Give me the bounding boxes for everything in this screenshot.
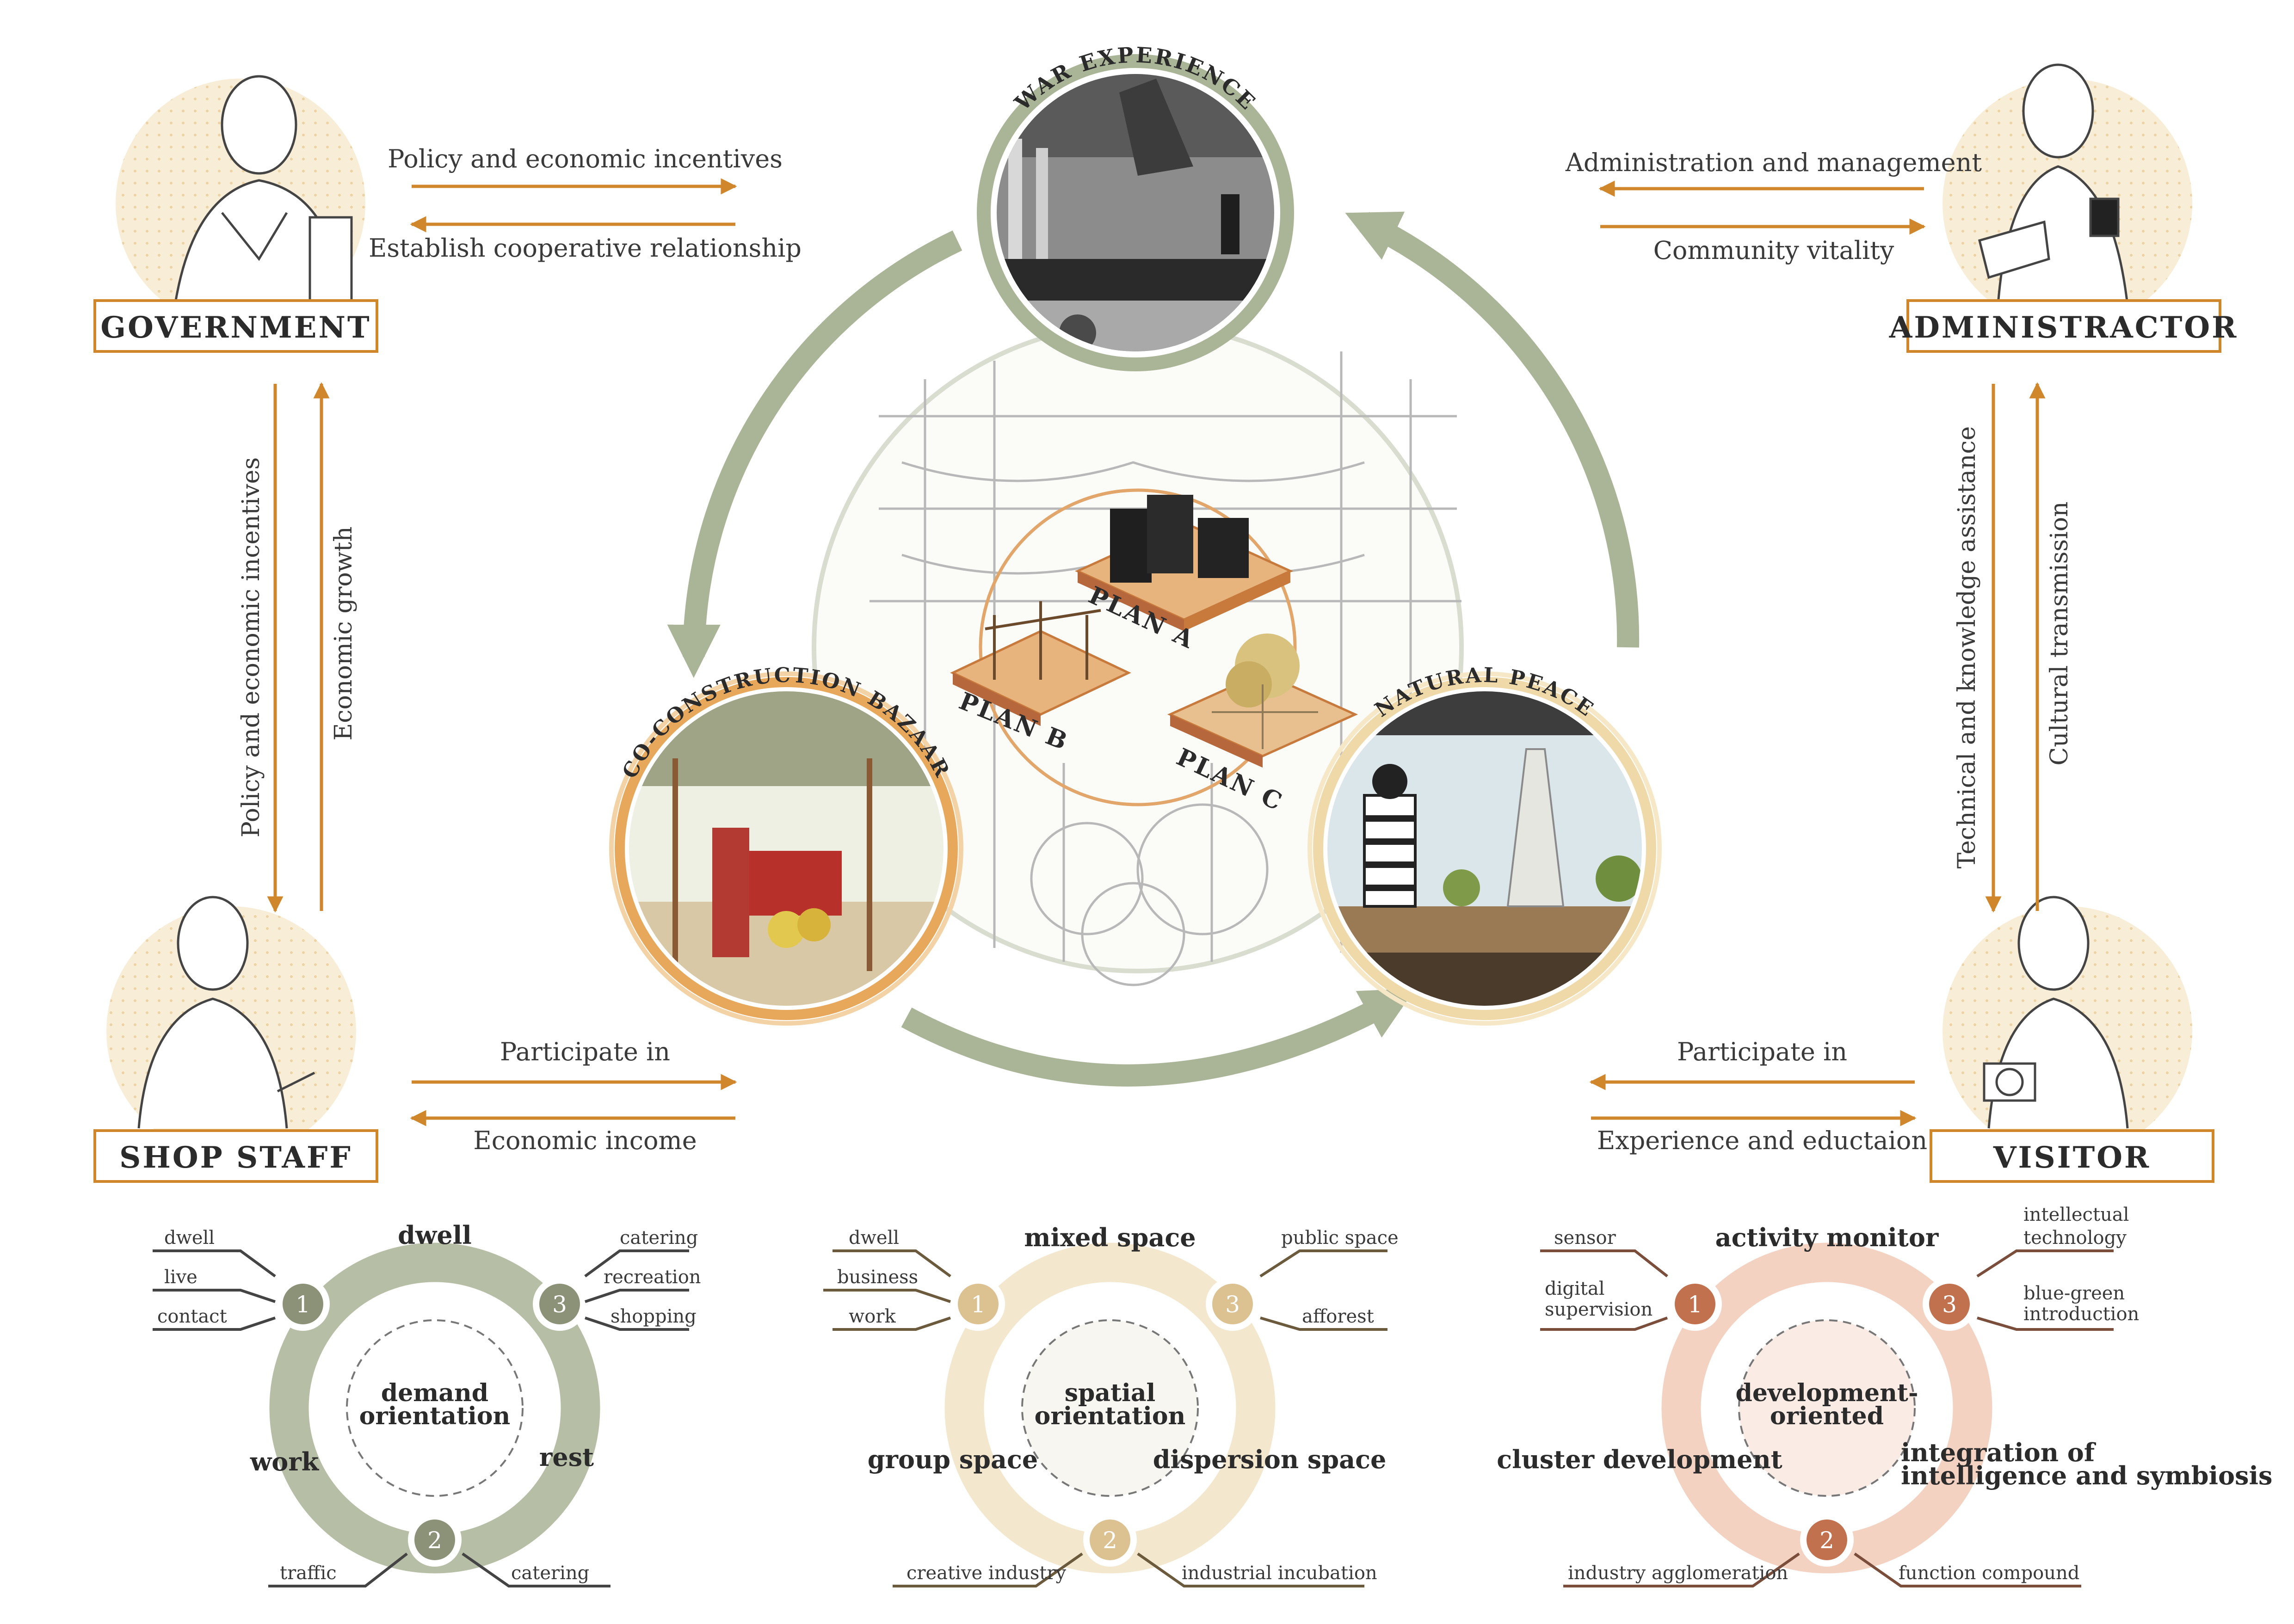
wheel-spatial-right-item-2: afforest xyxy=(1302,1306,1374,1327)
svg-text:3: 3 xyxy=(1942,1291,1957,1318)
wheel-development-left-item-3: supervision xyxy=(1545,1299,1653,1320)
visitor-box: VISITOR xyxy=(1930,1129,2214,1183)
wheel-development-right-item-4: introduction xyxy=(2023,1304,2139,1325)
wheel-development-left-item-2: digital xyxy=(1545,1278,1605,1299)
wheel-demand-node-3: 3 xyxy=(533,1277,586,1331)
wheel-demand-node-1: 1 xyxy=(276,1277,330,1331)
flow-visitor-to-center-label: Participate in xyxy=(1677,1037,1847,1066)
svg-text:1: 1 xyxy=(296,1291,310,1318)
flow-staff-to-center-label: Participate in xyxy=(500,1037,670,1066)
wheel-demand-left-item-3: contact xyxy=(157,1306,227,1327)
wheel-demand-right-item-2: recreation xyxy=(604,1267,701,1288)
government-portrait xyxy=(116,75,365,328)
shop-staff-box: SHOP STAFF xyxy=(93,1129,378,1183)
flow-admin-down-label: Technical and knowledge assistance xyxy=(1953,426,1981,869)
shop-staff-label: SHOP STAFF xyxy=(119,1140,352,1175)
wheel-development-node-1: 1 xyxy=(1668,1277,1722,1331)
wheel-demand-top: dwell xyxy=(398,1220,472,1250)
wheel-spatial-left: group space xyxy=(868,1445,1038,1474)
svg-text:3: 3 xyxy=(1225,1291,1240,1318)
svg-text:1: 1 xyxy=(971,1291,986,1318)
wheel-demand-bottom-right: catering xyxy=(511,1562,589,1584)
wheel-demand-right-item-1: catering xyxy=(620,1227,698,1249)
cycle-arrows xyxy=(667,211,1640,1087)
wheel-spatial-node-2: 2 xyxy=(1083,1513,1137,1567)
wheel-development-node-3: 3 xyxy=(1923,1277,1976,1331)
wheel-spatial-bottom-left: creative industry xyxy=(906,1562,1067,1584)
visitor-label: VISITOR xyxy=(1993,1140,2151,1175)
wheel-development-right-2: intelligence and symbiosis xyxy=(1901,1461,2272,1490)
war-experience-circle: WAR EXPERIENCE xyxy=(977,42,1294,371)
svg-text:2: 2 xyxy=(427,1527,442,1554)
wheel-demand-center-1: demand xyxy=(381,1379,488,1407)
wheel-spatial-node-3: 3 xyxy=(1206,1277,1259,1331)
plan-b-model: PLAN B xyxy=(950,601,1131,757)
wheel-demand-left-item-1: dwell xyxy=(164,1227,215,1249)
wheel-spatial: spatial orientation mixed space group sp… xyxy=(823,1223,1399,1587)
flow-center-to-gov-label: Establish cooperative relationship xyxy=(369,234,802,263)
arrow-bazaar-to-peace xyxy=(901,988,1416,1087)
flow-center-to-admin-label: Community vitality xyxy=(1653,236,1894,265)
wheel-spatial-bottom-right: industrial incubation xyxy=(1182,1562,1377,1584)
flow-visitor-up-label: Cultural transmission xyxy=(2046,502,2073,766)
flow-gov-to-center-label: Policy and economic incentives xyxy=(388,144,783,173)
wheel-development-bottom-right: function compound xyxy=(1899,1562,2079,1584)
natural-peace-circle: NATURAL PEACE xyxy=(1307,664,1662,1026)
wheel-development-right-1: integration of xyxy=(1901,1438,2097,1467)
flow-center-to-staff-label: Economic income xyxy=(473,1126,697,1155)
wheel-spatial-center-1: spatial xyxy=(1065,1379,1156,1407)
svg-text:2: 2 xyxy=(1103,1527,1117,1554)
wheel-development-right-item-1: intellectual xyxy=(2023,1204,2129,1225)
wheel-demand: demand orientation dwell work rest 1 3 2… xyxy=(153,1220,701,1587)
wheel-demand-right: rest xyxy=(539,1442,594,1472)
government-box: GOVERNMENT xyxy=(93,299,378,353)
flow-labels: Policy and economic incentives Establish… xyxy=(237,144,2073,1155)
central-scene: PLAN A PLAN B PLAN C xyxy=(609,42,1662,1087)
flow-admin-to-center-label: Administration and management xyxy=(1565,148,1982,177)
svg-text:2: 2 xyxy=(1819,1527,1834,1554)
bazaar-circle: CO-CONSTRUCTION BAZAAR xyxy=(609,664,963,1026)
wheel-spatial-center-2: orientation xyxy=(1035,1402,1186,1430)
wheel-spatial-left-item-2: business xyxy=(837,1267,918,1288)
wheel-development-center-1: development- xyxy=(1735,1379,1918,1407)
administrator-box: ADMINISTRACTOR xyxy=(1889,299,2238,353)
wheel-demand-bottom-left: traffic xyxy=(280,1562,337,1584)
wheel-spatial-top: mixed space xyxy=(1024,1223,1196,1252)
wheel-spatial-left-item-1: dwell xyxy=(849,1227,899,1249)
arrow-war-to-bazaar xyxy=(667,230,962,678)
administrator-label: ADMINISTRACTOR xyxy=(1889,310,2238,345)
wheel-development-right-item-3: blue-green xyxy=(2023,1283,2125,1304)
wheel-demand-left: work xyxy=(250,1447,320,1476)
wheel-demand-left-item-2: live xyxy=(164,1267,197,1288)
shop-staff-portrait xyxy=(106,896,356,1156)
wheel-spatial-right-item-1: public space xyxy=(1281,1227,1399,1249)
flow-center-to-visitor-label: Experience and eductaion xyxy=(1597,1126,1927,1155)
arrow-peace-to-war xyxy=(1345,211,1640,648)
wheel-spatial-left-item-3: work xyxy=(849,1306,896,1327)
flow-arrows xyxy=(267,178,2046,1126)
administrator-portrait xyxy=(1942,63,2192,328)
wheel-development-bottom-left: industry agglomeration xyxy=(1568,1562,1788,1584)
government-label: GOVERNMENT xyxy=(100,310,371,345)
svg-text:3: 3 xyxy=(552,1291,567,1318)
wheel-development: development- oriented activity monitor c… xyxy=(1497,1204,2272,1587)
wheel-development-left-item-1: sensor xyxy=(1554,1227,1616,1249)
flow-staff-up-label: Economic growth xyxy=(330,526,358,740)
visitor-portrait xyxy=(1942,896,2192,1156)
wheel-development-center-2: oriented xyxy=(1770,1402,1884,1430)
wheel-demand-right-item-3: shopping xyxy=(610,1306,697,1327)
wheel-demand-node-2: 2 xyxy=(408,1513,462,1567)
wheel-spatial-node-1: 1 xyxy=(951,1277,1005,1331)
wheel-development-right-item-2: technology xyxy=(2023,1227,2127,1249)
wheel-demand-center-2: orientation xyxy=(359,1402,511,1430)
wheel-development-left: cluster development xyxy=(1497,1445,1782,1474)
svg-text:1: 1 xyxy=(1688,1291,1702,1318)
flow-gov-down-label: Policy and economic incentives xyxy=(237,457,265,837)
wheel-development-top: activity monitor xyxy=(1715,1223,1939,1252)
wheel-development-node-2: 2 xyxy=(1800,1513,1854,1567)
wheel-spatial-right: dispersion space xyxy=(1153,1445,1387,1474)
plan-ring xyxy=(979,488,1297,806)
